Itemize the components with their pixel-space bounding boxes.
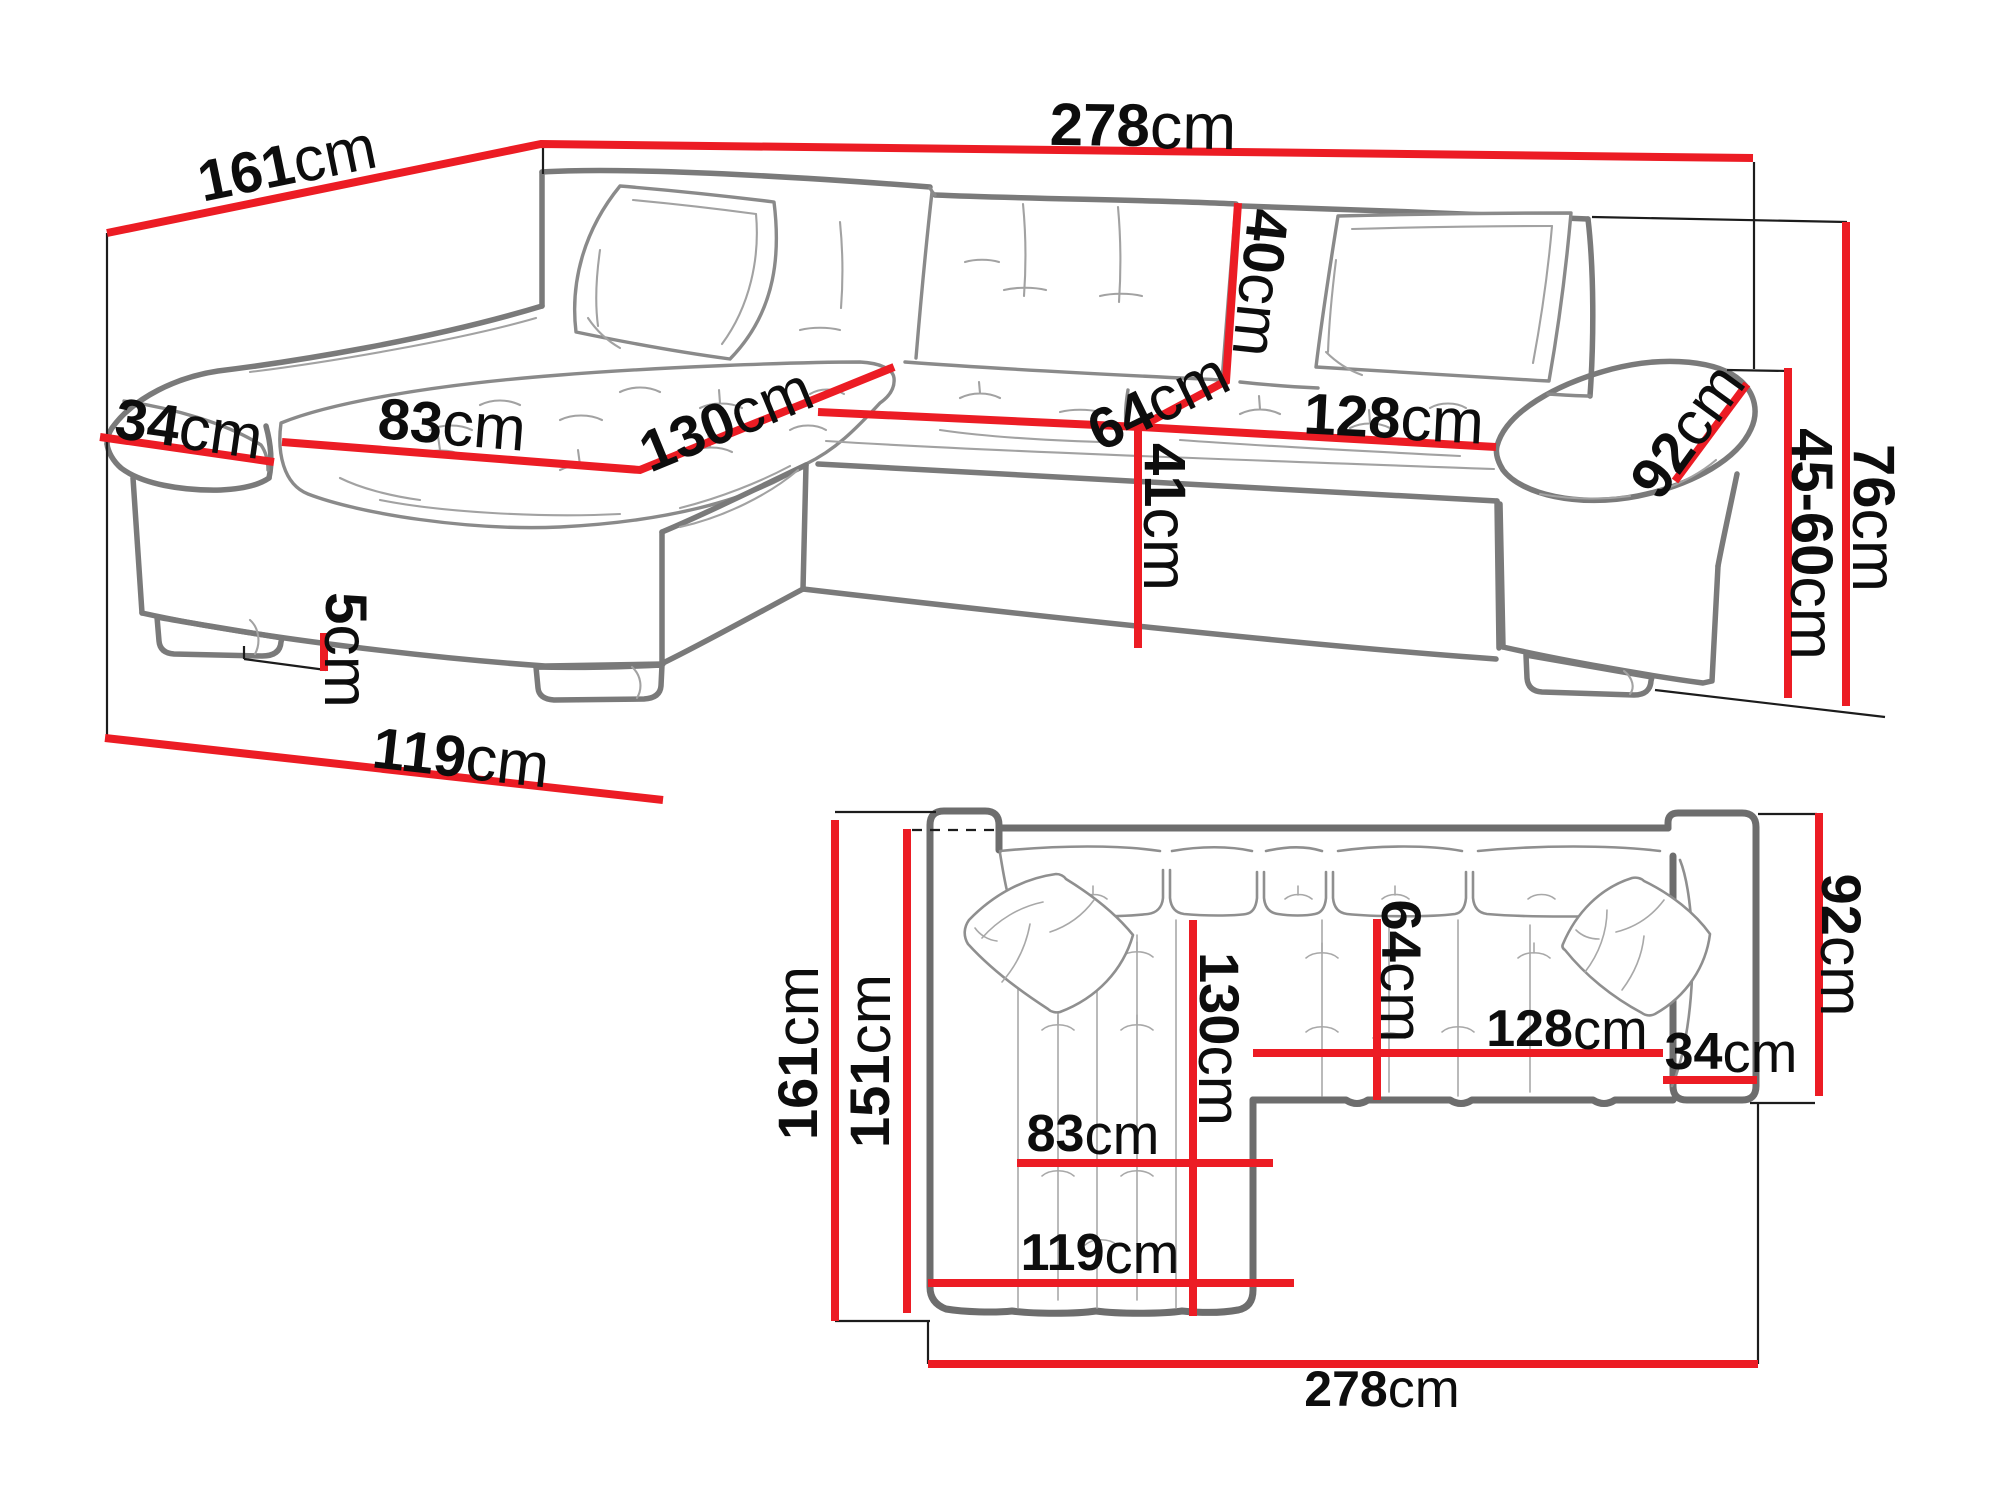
svg-text:130cm: 130cm: [1186, 952, 1254, 1126]
svg-text:34cm: 34cm: [111, 383, 267, 473]
svg-text:161cm: 161cm: [763, 966, 831, 1140]
svg-text:128cm: 128cm: [1486, 998, 1648, 1061]
svg-text:5cm: 5cm: [311, 592, 381, 708]
svg-text:92cm: 92cm: [1808, 874, 1876, 1017]
svg-text:83cm: 83cm: [1027, 1103, 1160, 1166]
svg-text:119cm: 119cm: [1021, 1222, 1180, 1285]
svg-text:83cm: 83cm: [375, 383, 528, 465]
svg-text:34cm: 34cm: [1665, 1021, 1798, 1084]
svg-text:278cm: 278cm: [1049, 87, 1236, 162]
svg-text:278cm: 278cm: [1304, 1359, 1459, 1419]
svg-text:151cm: 151cm: [835, 974, 903, 1148]
svg-text:128cm: 128cm: [1302, 378, 1486, 457]
svg-text:119cm: 119cm: [369, 712, 553, 801]
svg-text:41cm: 41cm: [1130, 443, 1200, 591]
svg-text:45-60cm: 45-60cm: [1777, 428, 1847, 660]
svg-text:40cm: 40cm: [1218, 206, 1303, 361]
svg-text:161cm: 161cm: [192, 112, 383, 217]
svg-text:76cm: 76cm: [1839, 444, 1909, 592]
svg-text:64cm: 64cm: [1368, 900, 1436, 1043]
